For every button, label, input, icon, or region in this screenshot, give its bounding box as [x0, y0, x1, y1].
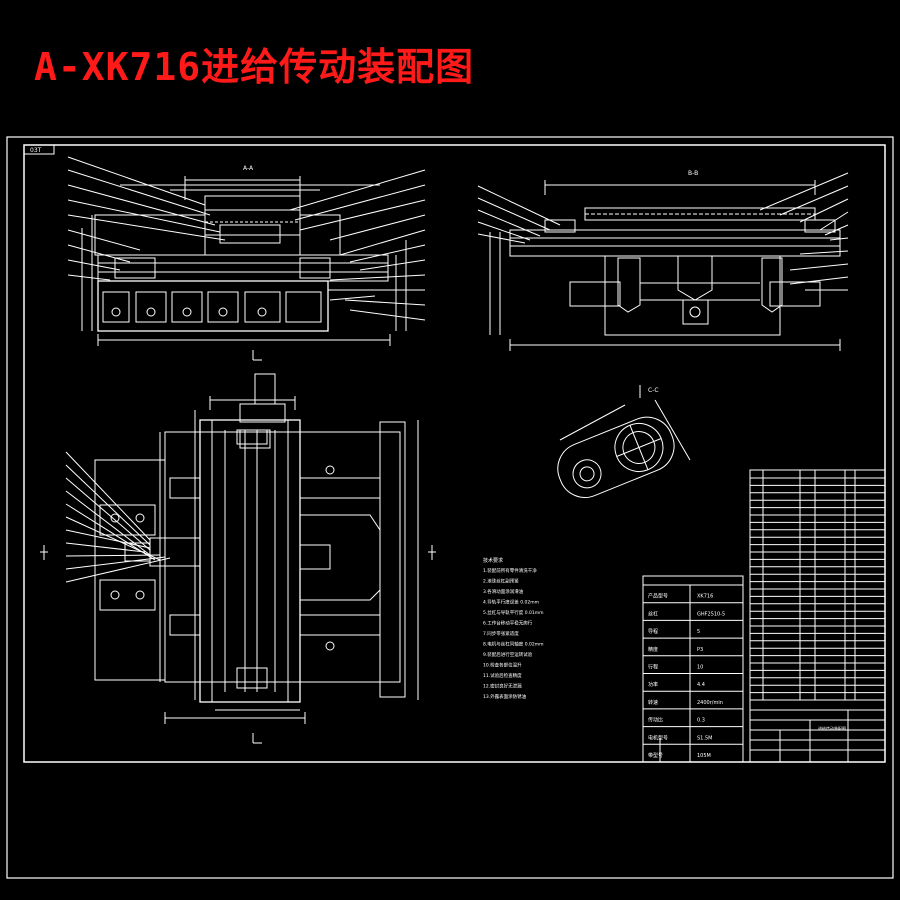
inner-border	[23, 144, 886, 763]
spec-cell: 行程	[648, 664, 658, 671]
spec-cell: 带型号	[648, 752, 663, 759]
spec-cell: XK716	[697, 594, 713, 600]
technical-note-line: 2.滚珠丝杠副预紧	[483, 578, 519, 585]
technical-note-line: 13.外露表面涂防锈油	[483, 693, 527, 700]
section-aa-label: A-A	[243, 165, 254, 172]
notes-title: 技术要求	[483, 557, 503, 564]
spec-cell: 丝杠	[648, 610, 658, 617]
spec-cell: 精度	[648, 646, 658, 653]
spec-cell: P3	[697, 647, 703, 653]
section-cc-label: C-C	[648, 387, 659, 394]
spec-cell: 功率	[648, 681, 658, 688]
technical-note-line: 11.试验后检查精度	[483, 672, 522, 679]
section-aa-view	[67, 156, 426, 346]
spec-cell: 0.3	[697, 718, 705, 724]
spec-cell: 2400r/min	[697, 700, 723, 706]
technical-note-line: 5.丝杠与导轨平行度 0.01mm	[483, 609, 544, 616]
technical-note-line: 12.密封良好无泄漏	[483, 683, 522, 690]
title-block-name: 进给传动装配图	[818, 725, 846, 731]
spec-cell: 5	[697, 629, 700, 635]
page-title: A-XK716进给传动装配图	[34, 45, 475, 89]
spec-cell: S1.5M	[697, 735, 712, 741]
technical-note-line: 4.导轨平行度误差 0.02mm	[483, 599, 539, 606]
technical-note-line: 9.装配后进行空运转试验	[483, 651, 533, 658]
technical-notes: 技术要求 1.装配前所有零件清洗干净 2.滚珠丝杠副预紧 3.各滑动面涂润滑油 4.导…	[483, 557, 544, 700]
spec-cell: 转速	[648, 699, 658, 706]
spec-cell: 传动比	[648, 717, 663, 724]
technical-note-line: 1.装配前所有零件清洗干净	[483, 567, 537, 574]
technical-note-line: 10.检查各部位温升	[483, 662, 522, 669]
outer-border	[6, 136, 894, 879]
section-bb-label: B-B	[688, 170, 698, 177]
spec-cell: 电机型号	[648, 734, 668, 741]
technical-note-line: 3.各滑动面涂润滑油	[483, 588, 524, 595]
technical-note-line: 8.电机与丝杠同轴度 0.02mm	[483, 641, 544, 648]
technical-note-line: 7.同步带张紧适度	[483, 630, 519, 637]
spec-cell: 10	[697, 665, 703, 671]
parts-list-table	[749, 469, 886, 763]
plan-view	[40, 350, 436, 744]
section-bb-view	[477, 172, 849, 351]
spec-cell: 产品型号	[648, 593, 668, 600]
spec-table: 产品型号 XK716 丝杠 GHF2510-5 导程 5 精度 P3 行程 10 功率 4.4 转速 24…	[642, 575, 744, 763]
spec-cell: 4.4	[697, 682, 705, 688]
belt-drive-view	[557, 385, 691, 498]
technical-note-line: 6.工作台移动平稳无爬行	[483, 620, 533, 627]
corner-tag: 03T	[30, 147, 42, 154]
spec-cell: GHF2510-5	[697, 611, 725, 617]
spec-cell: 105M	[697, 753, 711, 759]
spec-cell: 导程	[648, 628, 658, 635]
